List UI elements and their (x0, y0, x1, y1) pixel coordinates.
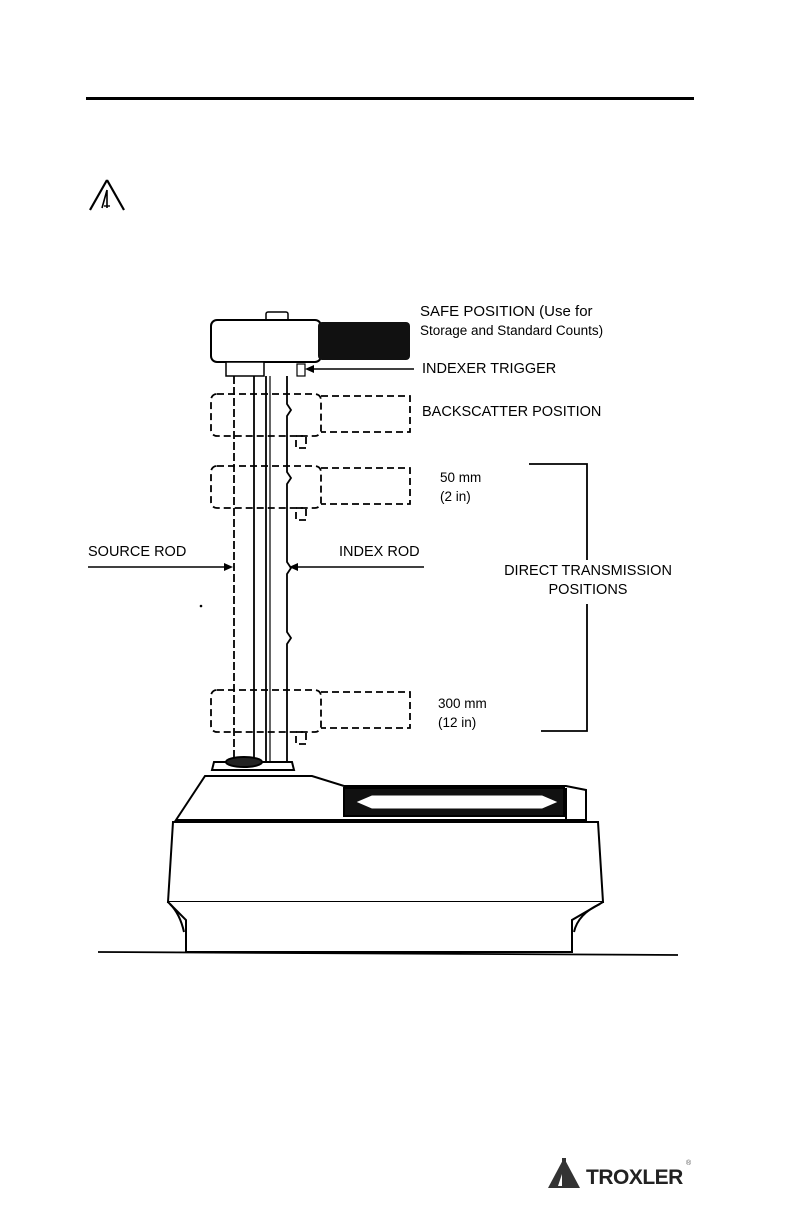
depth-300mm-label: 300 mm (438, 694, 487, 713)
safe-position-label-2: Storage and Standard Counts) (420, 321, 603, 340)
source-rod-label: SOURCE ROD (88, 543, 186, 562)
direct-transmission-label-1: DIRECT TRANSMISSION (488, 562, 688, 581)
handle-safe (211, 312, 410, 376)
troxler-registered-mark: ® (686, 1160, 691, 1167)
indexer-trigger-arrow (305, 365, 414, 373)
source-rod-arrow (88, 563, 233, 571)
safe-position-label-1: SAFE POSITION (Use for (420, 302, 593, 321)
troxler-brand-text: TROXLER (586, 1166, 683, 1190)
indexer-trigger-label: INDEXER TRIGGER (422, 360, 556, 379)
source-rod (234, 376, 266, 762)
gauge-base (168, 757, 603, 952)
index-rod-label: INDEX ROD (339, 543, 420, 562)
index-rod-arrow (289, 563, 424, 571)
depth-12in-label: (12 in) (438, 713, 476, 732)
direct-transmission-label-2: POSITIONS (488, 581, 688, 600)
depth-2in-label: (2 in) (440, 487, 471, 506)
handle-50mm (211, 466, 410, 520)
handle-backscatter (211, 394, 410, 448)
backscatter-position-label: BACKSCATTER POSITION (422, 403, 601, 422)
handle-300mm (211, 690, 410, 744)
index-rod (270, 376, 291, 762)
depth-50mm-label: 50 mm (440, 468, 481, 487)
